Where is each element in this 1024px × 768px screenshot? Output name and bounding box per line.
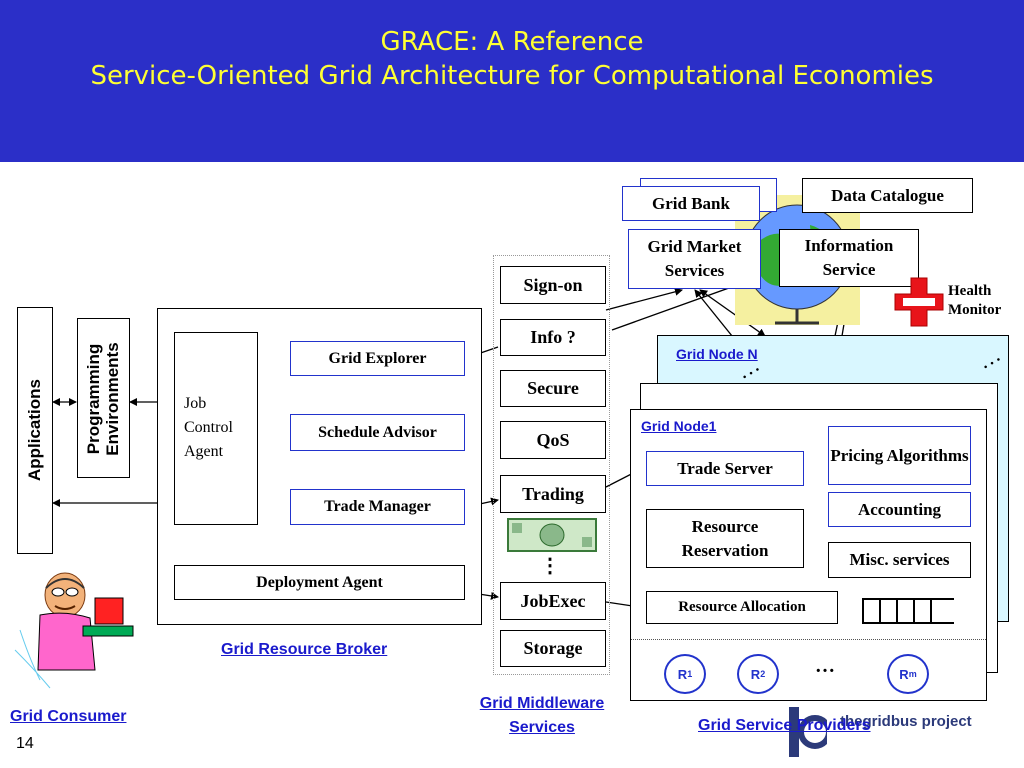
- middleware-frame: [493, 255, 610, 675]
- programming-environments-box: [77, 318, 130, 478]
- health-monitor-label: Health Monitor: [948, 283, 1002, 318]
- dollar-bill-icon: [507, 518, 597, 552]
- middleware-trading: Trading: [500, 475, 606, 513]
- middleware-sign-on: Sign-on: [500, 266, 606, 304]
- grid-consumer-illustration: [10, 570, 140, 700]
- applications-box: [17, 307, 53, 554]
- job-control-agent-label: Job Control Agent: [184, 395, 233, 460]
- schedule-advisor-box: Schedule Advisor: [290, 414, 465, 451]
- middleware-jobexec: JobExec: [500, 582, 606, 620]
- middleware-storage: Storage: [500, 630, 606, 667]
- grid-consumer-label[interactable]: Grid Consumer: [10, 708, 127, 725]
- slide-title-line1: GRACE: A Reference: [380, 27, 644, 57]
- information-service-box: Information Service: [779, 229, 919, 287]
- queue-icon: [862, 598, 955, 624]
- grid-resource-broker-label[interactable]: Grid Resource Broker: [221, 641, 388, 658]
- misc-services-box: Misc. services: [828, 542, 971, 578]
- grid-middleware-services-label[interactable]: Grid Middleware Services: [479, 695, 605, 736]
- grid-bank-box: Grid Bank: [622, 186, 760, 221]
- data-catalogue-box: Data Catalogue: [802, 178, 973, 213]
- trade-manager-box: Trade Manager: [290, 489, 465, 525]
- pricing-algorithms-box: Pricing Algorithms: [828, 426, 971, 485]
- middleware-qos: QoS: [500, 421, 606, 459]
- grid-explorer-box: Grid Explorer: [290, 341, 465, 376]
- resource-allocation-box: Resource Allocation: [646, 591, 838, 624]
- title-banner: [0, 0, 1024, 162]
- health-monitor-icon: [893, 276, 945, 328]
- page-number: 14: [16, 735, 34, 752]
- accounting-box: Accounting: [828, 492, 971, 527]
- middleware-secure: Secure: [500, 370, 606, 407]
- grid-service-providers-label[interactable]: Grid Service Providers: [698, 717, 871, 734]
- middleware-ellipsis: ⋮: [540, 555, 560, 577]
- deployment-agent-box: Deployment Agent: [174, 565, 465, 600]
- programming-environments-label: Programming Environments: [84, 342, 122, 456]
- grid-node-1-label[interactable]: Grid Node1: [641, 418, 717, 434]
- middleware-info: Info ?: [500, 319, 606, 356]
- slide-title-line2: Service-Oriented Grid Architecture for C…: [90, 61, 934, 91]
- applications-label: Applications: [25, 379, 44, 482]
- node-divider: [631, 639, 986, 640]
- grid-market-services-box: Grid Market Services: [628, 229, 761, 289]
- gridbus-logo-text: thegridbus project: [840, 713, 972, 730]
- job-control-agent-box: [174, 332, 258, 525]
- grid-node-n-label[interactable]: Grid Node N: [676, 346, 758, 362]
- trade-server-box: Trade Server: [646, 451, 804, 486]
- resource-dots: …: [815, 655, 835, 677]
- resource-reservation-box: Resource Reservation: [646, 509, 804, 568]
